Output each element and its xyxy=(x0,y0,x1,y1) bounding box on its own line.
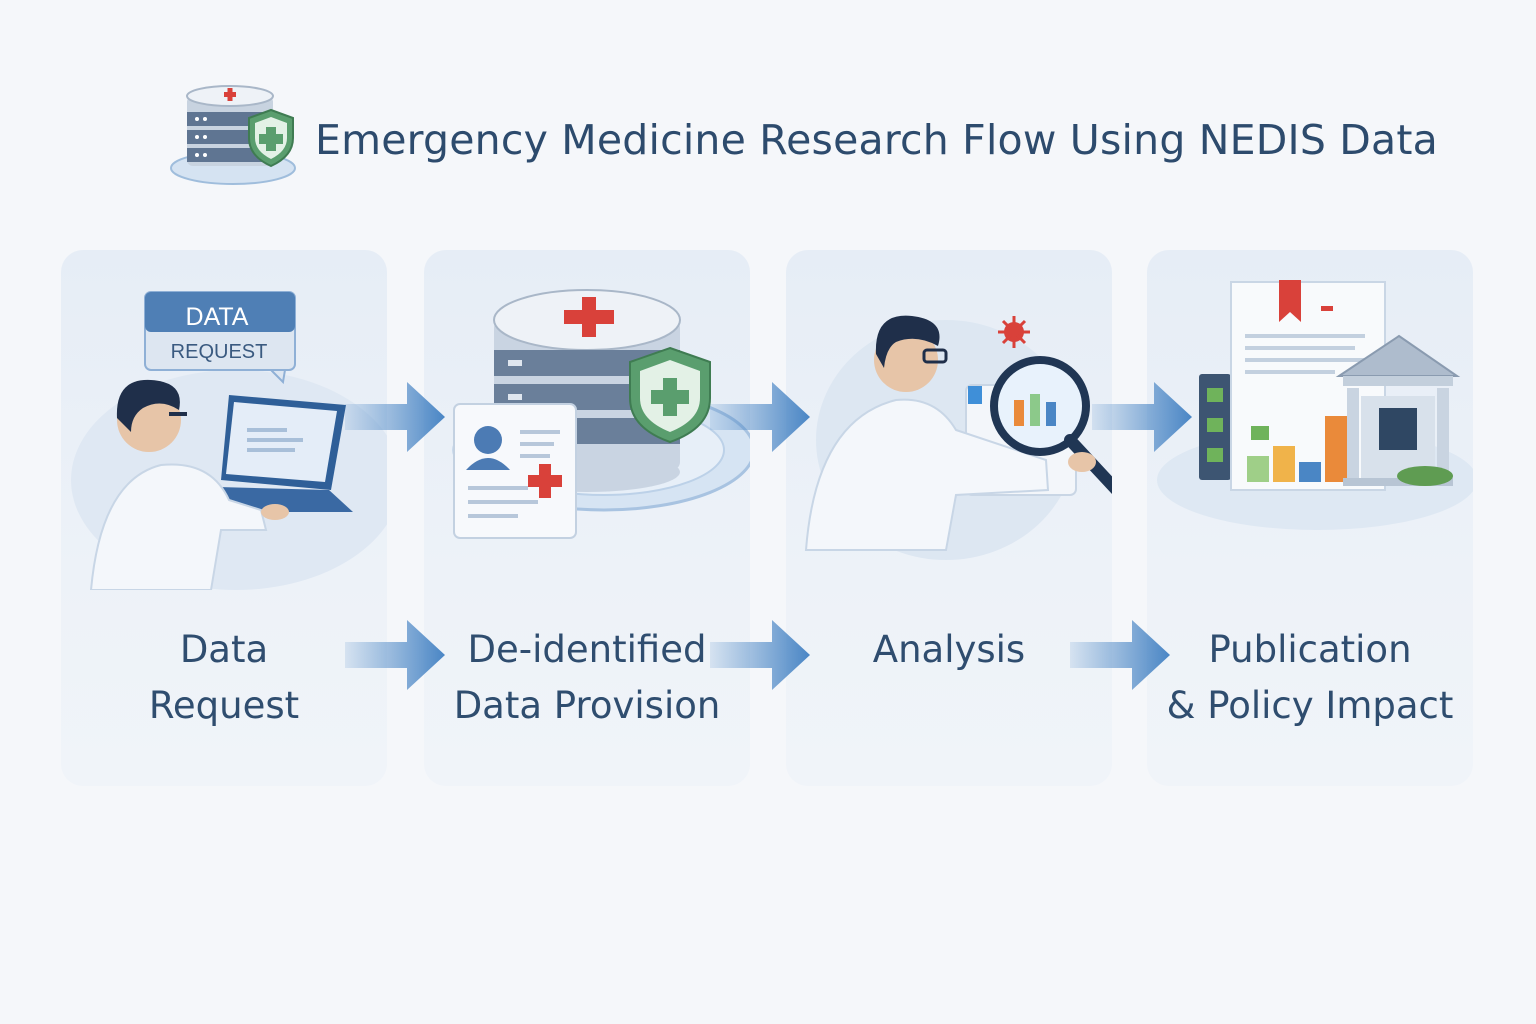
diagram-title: Emergency Medicine Research Flow Using N… xyxy=(315,116,1438,164)
flow-arrow-right-icon xyxy=(710,620,810,690)
analyst-magnifier-illustration xyxy=(804,315,1112,560)
flow-arrow-right-icon xyxy=(345,620,445,690)
flow-arrow-right-icon xyxy=(1092,382,1192,452)
stage-analysis: Analysis xyxy=(786,250,1112,786)
researcher-laptop-illustration: DATA REQUEST xyxy=(71,291,387,590)
stage-deidentified-data: De-identified Data Provision xyxy=(424,250,750,786)
secure-database-illustration xyxy=(452,289,750,539)
stage-label: Analysis xyxy=(766,622,1132,678)
stage-label: De-identified Data Provision xyxy=(404,622,770,734)
sign-line-2: REQUEST xyxy=(171,341,268,363)
stage-label-line-2: Data Provision xyxy=(453,684,721,727)
stage-label: Data Request xyxy=(41,622,407,734)
stage-publication-policy: Publication & Policy Impact xyxy=(1147,250,1473,786)
publication-policy-illustration xyxy=(1157,280,1473,530)
sign-line-1: DATA xyxy=(186,303,249,331)
stage-label-line-2: & Policy Impact xyxy=(1166,684,1454,727)
database-shield-logo-icon xyxy=(170,85,296,185)
stage-label: Publication & Policy Impact xyxy=(1127,622,1493,734)
stage-label-line-1: Publication xyxy=(1208,628,1412,671)
stage-label-line-1: Data xyxy=(179,628,269,671)
flow-arrow-right-icon xyxy=(345,382,445,452)
diagram-header: Emergency Medicine Research Flow Using N… xyxy=(165,80,1465,190)
flow-arrow-right-icon xyxy=(710,382,810,452)
flow-arrow-right-icon xyxy=(1070,620,1170,690)
stage-data-request: DATA REQUEST Data Request xyxy=(61,250,387,786)
stage-label-line-1: De-identified xyxy=(467,628,707,671)
stage-label-line-2: Request xyxy=(148,684,300,727)
stage-label-line-1: Analysis xyxy=(872,628,1026,671)
